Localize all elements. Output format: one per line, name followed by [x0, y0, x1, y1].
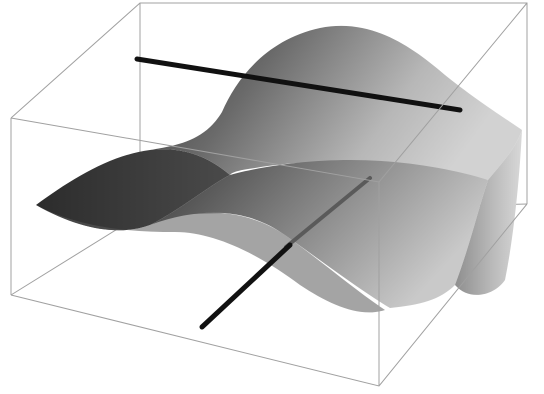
surface-front-sheet — [150, 160, 488, 308]
box-front-bottom-edges — [10, 203, 528, 387]
box-back-top-edges — [10, 2, 528, 204]
back-line — [134, 56, 463, 113]
surface-upper-sheet — [150, 25, 522, 181]
bounding-box-front — [10, 2, 528, 387]
front-line — [199, 242, 293, 330]
surface-front-dip — [36, 205, 385, 313]
surface-right-face — [455, 130, 522, 295]
front-line-hidden-segment — [284, 176, 372, 249]
surface-left-wing — [36, 149, 230, 231]
